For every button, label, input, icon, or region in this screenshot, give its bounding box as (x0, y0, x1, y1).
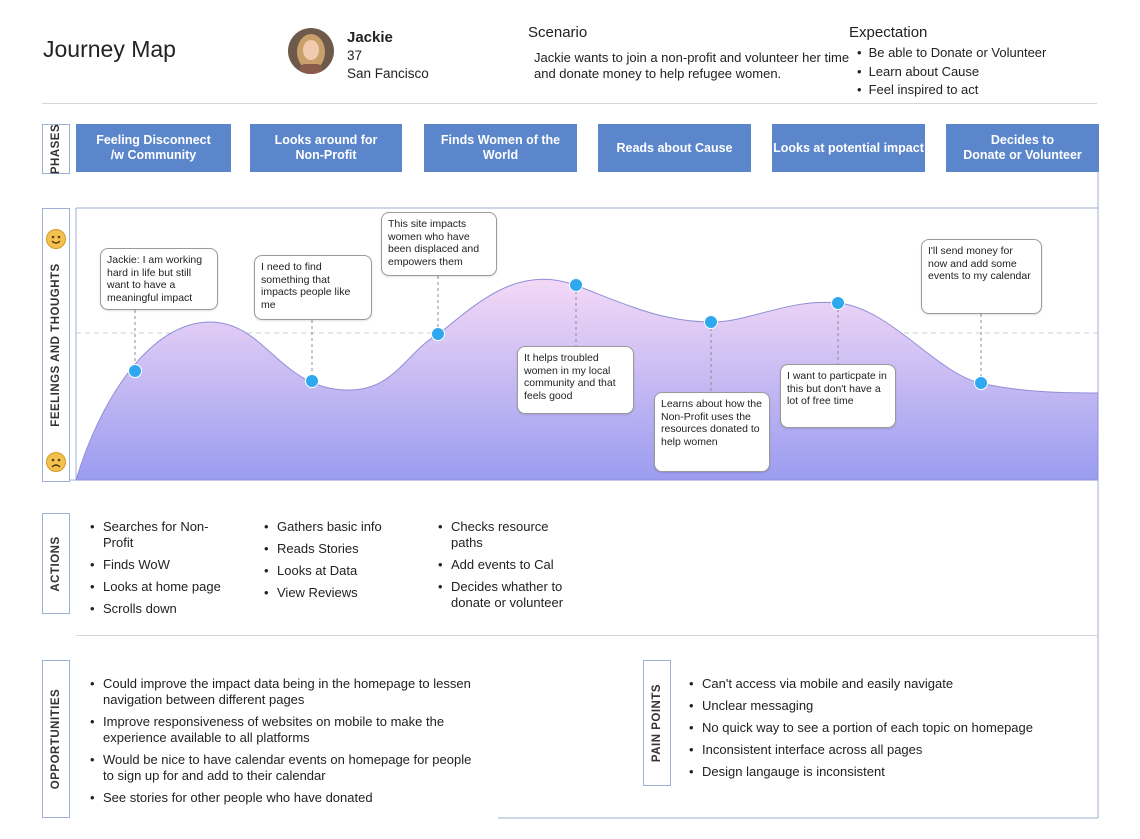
pain-point-item: Can't access via mobile and easily navig… (689, 676, 1089, 692)
opportunity-item: See stories for other people who have do… (90, 790, 485, 806)
thought-note-4: It helps troubled women in my local comm… (517, 346, 634, 414)
actions-label: ACTIONS (42, 513, 70, 614)
expectation-item: Feel inspired to act (857, 81, 1046, 100)
action-item: Reads Stories (264, 541, 414, 557)
thought-note-3: This site impacts women who have been di… (381, 212, 497, 276)
phase-3: Finds Women of the World (424, 124, 577, 172)
action-item: Add events to Cal (438, 557, 578, 573)
pain-point-item: Design langauge is inconsistent (689, 764, 1089, 780)
action-item: View Reviews (264, 585, 414, 601)
phase-6: Decides to Donate or Volunteer (946, 124, 1099, 172)
expectation-list: Be able to Donate or Volunteer Learn abo… (857, 44, 1047, 100)
persona-age: 37 (347, 48, 363, 63)
thought-note-7: I'll send money for now and add some eve… (921, 239, 1042, 314)
phase-4: Reads about Cause (598, 124, 751, 172)
actions-column-1: Searches for Non-Profit Finds WoW Looks … (90, 519, 230, 623)
action-item: Checks resource paths (438, 519, 578, 551)
opportunity-item: Improve responsiveness of websites on mo… (90, 714, 485, 746)
phase-2: Looks around for Non-Profit (250, 124, 402, 172)
actions-column-3: Checks resource paths Add events to Cal … (438, 519, 578, 617)
pain-point-item: No quick way to see a portion of each to… (689, 720, 1089, 736)
thought-note-2: I need to find something that impacts pe… (254, 255, 372, 320)
thought-note-5: Learns about how the Non-Profit uses the… (654, 392, 770, 472)
actions-column-2: Gathers basic info Reads Stories Looks a… (264, 519, 414, 607)
pain-point-item: Unclear messaging (689, 698, 1089, 714)
expectation-heading: Expectation (849, 24, 928, 41)
opportunity-item: Could improve the impact data being in t… (90, 676, 485, 708)
expectation-item: Learn about Cause (857, 63, 1046, 82)
action-item: Scrolls down (90, 601, 230, 617)
phases-label: PHASES (42, 124, 70, 174)
action-item: Gathers basic info (264, 519, 414, 535)
persona-location: San Fancisco (347, 66, 429, 81)
pain-points-list: Can't access via mobile and easily navig… (689, 676, 1089, 786)
feelings-label: FEELINGS AND THOUGHTS (42, 208, 70, 482)
opportunities-label: OPPORTUNITIES (42, 660, 70, 818)
thought-note-6: I want to particpate in this but don't h… (780, 364, 896, 428)
action-item: Decides whather to donate or volunteer (438, 579, 578, 611)
actions-divider (76, 635, 1098, 636)
phase-5: Looks at potential impact (772, 124, 925, 172)
action-item: Looks at home page (90, 579, 230, 595)
opportunity-item: Would be nice to have calendar events on… (90, 752, 485, 784)
phase-1: Feeling Disconnect /w Community (76, 124, 231, 172)
pain-point-item: Inconsistent interface across all pages (689, 742, 1089, 758)
thought-note-1: Jackie: I am working hard in life but st… (100, 248, 218, 310)
opportunities-list: Could improve the impact data being in t… (90, 676, 485, 812)
persona-name: Jackie (347, 29, 393, 46)
expectation-item: Be able to Donate or Volunteer (857, 44, 1047, 63)
persona-info: Jackie 37 San Fancisco (347, 29, 429, 83)
action-item: Searches for Non-Profit (90, 519, 230, 551)
page-title: Journey Map (43, 36, 176, 62)
pain-points-label: PAIN POINTS (643, 660, 671, 786)
scenario-text: Jackie wants to join a non-profit and vo… (534, 50, 850, 81)
smiley-face-icon (46, 229, 66, 249)
action-item: Finds WoW (90, 557, 230, 573)
sad-face-icon (46, 452, 66, 472)
scenario-heading: Scenario (528, 24, 588, 41)
header-divider (42, 103, 1097, 104)
avatar (288, 28, 334, 74)
action-item: Looks at Data (264, 563, 414, 579)
